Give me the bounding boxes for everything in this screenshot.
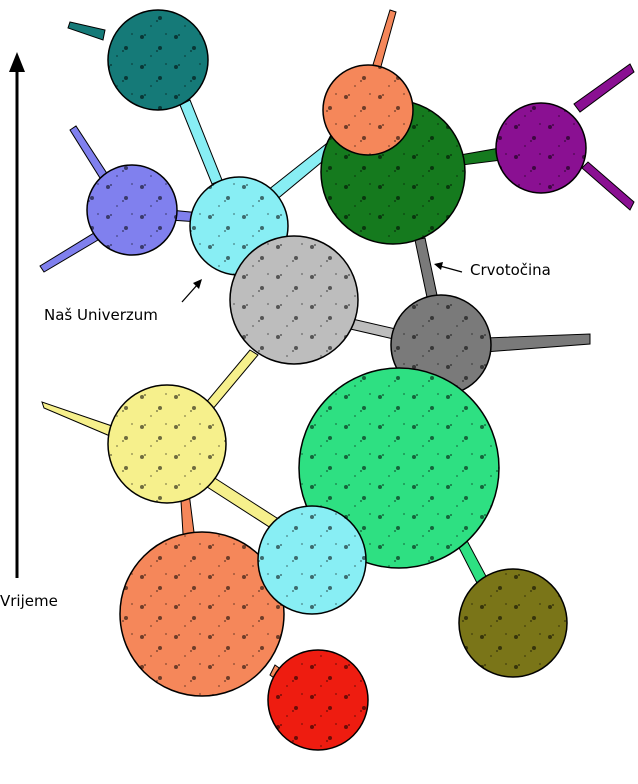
tube-teal-stub bbox=[67, 21, 106, 41]
tube-orange-stub bbox=[371, 9, 397, 71]
universe-red bbox=[267, 649, 369, 751]
wormhole-pointer bbox=[434, 262, 463, 273]
universe-periwinkle bbox=[86, 164, 178, 256]
time-axis-label: Vrijeme bbox=[0, 592, 58, 610]
tube-darkgray-stub bbox=[484, 333, 591, 353]
wormhole-label: Crvotočina bbox=[470, 261, 551, 279]
universe-silver bbox=[229, 235, 359, 365]
our-universe-label: Naš Univerzum bbox=[44, 306, 158, 324]
universe-purple bbox=[495, 102, 587, 194]
time-axis-arrow bbox=[9, 52, 25, 578]
universe-teal-top bbox=[107, 9, 209, 111]
tube-purple-stub-bottom bbox=[581, 161, 635, 211]
tube-silver-yellow bbox=[203, 349, 259, 411]
tube-yellow-stub bbox=[41, 401, 113, 437]
tube-purple-stub-top bbox=[573, 63, 635, 113]
universe-spring-green bbox=[298, 367, 500, 569]
universe-pale-yellow bbox=[107, 384, 227, 504]
tube-teal-cyan bbox=[179, 99, 223, 185]
universe-olive bbox=[458, 568, 568, 678]
tube-wormhole bbox=[414, 237, 439, 303]
tube-peri-stub-bottom bbox=[39, 232, 99, 273]
universe-orange-small bbox=[322, 64, 414, 156]
universe-cyan-lower bbox=[257, 505, 367, 615]
tube-peri-stub-top bbox=[69, 125, 109, 179]
our-universe-pointer bbox=[181, 279, 202, 303]
universe-orange-big bbox=[119, 531, 285, 697]
tube-yellow-cyanlow bbox=[203, 474, 281, 531]
